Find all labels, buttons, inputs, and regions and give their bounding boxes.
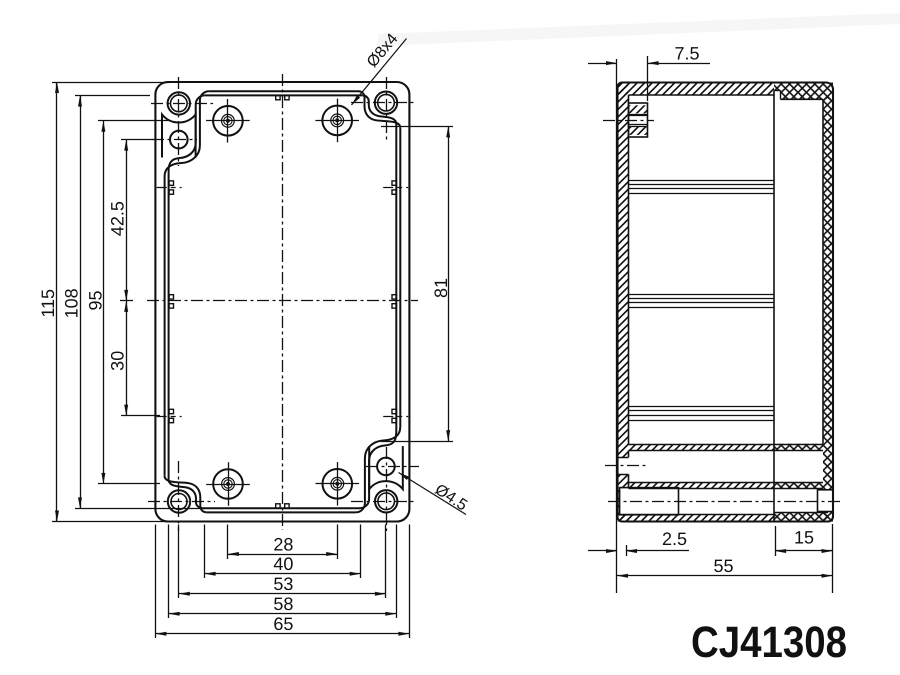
svg-text:2.5: 2.5 <box>662 529 687 549</box>
svg-text:65: 65 <box>273 614 293 634</box>
svg-text:15: 15 <box>794 528 814 548</box>
svg-text:30: 30 <box>107 351 127 371</box>
svg-text:CJ41308: CJ41308 <box>691 618 847 667</box>
svg-text:95: 95 <box>85 290 105 310</box>
svg-text:81: 81 <box>431 278 451 298</box>
svg-text:40: 40 <box>273 554 293 574</box>
svg-text:58: 58 <box>273 594 293 614</box>
svg-text:7.5: 7.5 <box>674 44 699 64</box>
svg-text:53: 53 <box>273 574 293 594</box>
svg-text:55: 55 <box>713 556 733 576</box>
svg-text:28: 28 <box>273 534 293 554</box>
svg-text:108: 108 <box>61 288 81 318</box>
svg-text:42.5: 42.5 <box>107 201 127 236</box>
svg-text:115: 115 <box>38 289 58 318</box>
